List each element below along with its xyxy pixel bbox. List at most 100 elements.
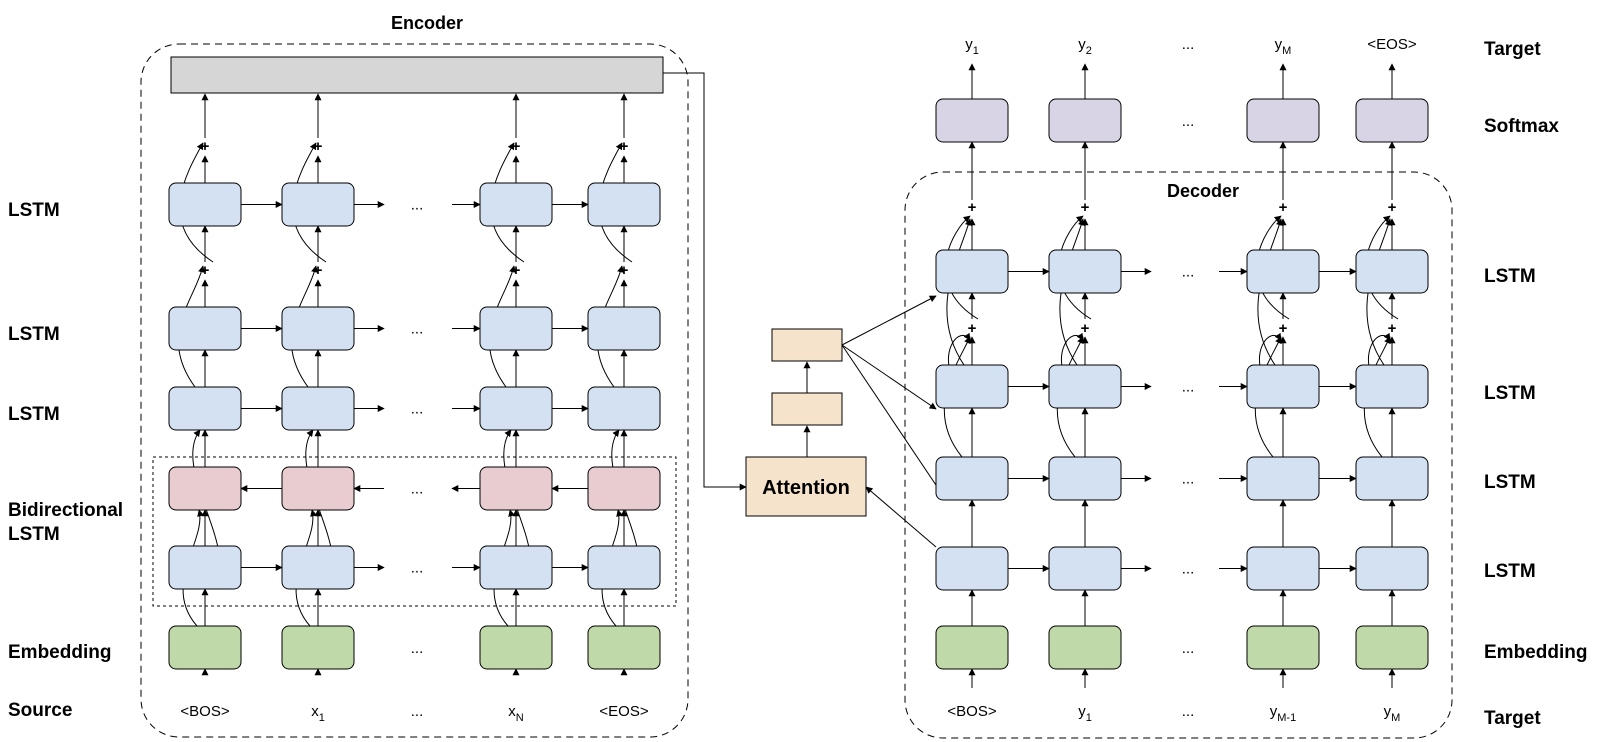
residual-plus: + <box>512 262 521 279</box>
source-token: xN <box>508 703 524 724</box>
encoder-embedding-cell <box>479 625 553 670</box>
ellipsis: ... <box>411 401 424 418</box>
encoder-lstm-cell <box>479 182 553 227</box>
encoder-lstm-cell <box>168 386 242 431</box>
target-token: ... <box>1182 703 1195 720</box>
encoder-to-attention-connector <box>663 72 747 491</box>
source-token: x1 <box>311 703 325 724</box>
softmax-cell <box>1048 98 1122 143</box>
attention-context-arrow <box>841 344 937 410</box>
residual-plus: + <box>968 199 977 216</box>
decoder-lstm-cell <box>1048 456 1122 501</box>
target-token: <BOS> <box>947 703 996 720</box>
target-bottom-label: Target <box>1484 708 1541 729</box>
source-label: Source <box>8 700 72 721</box>
decoder-lstm-cell <box>1355 546 1429 591</box>
encoder-lstm-low-label: LSTM <box>8 404 60 425</box>
attention-layer-box-upper <box>771 328 843 362</box>
decoder-embedding-cell <box>935 625 1009 670</box>
encoder-container <box>140 43 689 738</box>
target-token: yM <box>1384 703 1401 724</box>
ellipsis: ... <box>411 640 424 657</box>
encoder-backward-lstm-cell <box>281 466 355 511</box>
decoder-lstm-cell <box>1355 249 1429 294</box>
residual-plus: + <box>1081 320 1090 337</box>
decoder-lstm-cell <box>935 456 1009 501</box>
attention-label: Attention <box>762 477 850 499</box>
decoder-lstm-cell <box>1048 249 1122 294</box>
decoder-title: Decoder <box>1167 181 1239 201</box>
residual-plus: + <box>1279 199 1288 216</box>
target-top-label: Target <box>1484 39 1541 60</box>
encoder-embedding-label: Embedding <box>8 642 111 663</box>
encoder-backward-lstm-cell <box>168 466 242 511</box>
ellipsis: ... <box>1182 264 1195 281</box>
target-token: y1 <box>1078 703 1092 724</box>
encoder-lstm-cell <box>168 182 242 227</box>
source-token: <EOS> <box>599 703 648 720</box>
decoder-lstm-cell <box>1048 546 1122 591</box>
residual-plus: + <box>314 138 323 155</box>
decoder-lstm-cell <box>1246 249 1320 294</box>
decoder-embedding-label: Embedding <box>1484 642 1587 663</box>
output-token: <EOS> <box>1367 36 1416 53</box>
residual-plus: + <box>512 138 521 155</box>
attention-box <box>745 456 867 517</box>
residual-plus: + <box>968 320 977 337</box>
decoder-lstm-cell <box>1246 546 1320 591</box>
residual-plus: + <box>1388 320 1397 337</box>
residual-plus: + <box>314 262 323 279</box>
residual-plus: + <box>620 138 629 155</box>
encoder-embedding-cell <box>281 625 355 670</box>
ellipsis: ... <box>1182 640 1195 657</box>
residual-plus: + <box>1081 199 1090 216</box>
encoder-forward-lstm-cell <box>281 545 355 590</box>
softmax-cell <box>935 98 1009 143</box>
decoder-lstm-cell <box>1048 364 1122 409</box>
ellipsis: ... <box>1182 379 1195 396</box>
residual-plus: + <box>1388 199 1397 216</box>
encoder-backward-lstm-cell <box>587 466 661 511</box>
bidirectional-lstm-label: LSTM <box>8 524 60 545</box>
encoder-output-bar <box>170 56 664 94</box>
encoder-lstm-cell <box>479 306 553 351</box>
decoder-lstm-cell <box>1246 456 1320 501</box>
attention-context-arrow <box>841 295 937 346</box>
encoder-lstm-cell <box>281 386 355 431</box>
encoder-embedding-cell <box>168 625 242 670</box>
ellipsis: ... <box>411 321 424 338</box>
target-token: yM-1 <box>1270 703 1296 724</box>
bidirectional-label: Bidirectional <box>8 500 123 521</box>
decoder-lstm-cell <box>935 546 1009 591</box>
source-token: ... <box>411 703 424 720</box>
ellipsis: ... <box>1182 113 1195 130</box>
decoder-lstm-cell <box>1355 364 1429 409</box>
encoder-lstm-cell <box>479 386 553 431</box>
decoder-lstm3-label: LSTM <box>1484 472 1536 493</box>
encoder-lstm-cell <box>587 386 661 431</box>
residual-plus: + <box>201 138 210 155</box>
encoder-title: Encoder <box>391 13 463 33</box>
attention-context-arrow <box>841 344 947 501</box>
encoder-lstm-cell <box>281 182 355 227</box>
decoder-embedding-cell <box>1246 625 1320 670</box>
ellipsis: ... <box>1182 561 1195 578</box>
encoder-backward-lstm-cell <box>479 466 553 511</box>
residual-plus: + <box>1279 320 1288 337</box>
softmax-cell <box>1246 98 1320 143</box>
decoder-embedding-cell <box>1355 625 1429 670</box>
decoder-lstm-cell <box>1355 456 1429 501</box>
ellipsis: ... <box>1182 471 1195 488</box>
output-token: yM <box>1275 36 1292 57</box>
output-token: y2 <box>1078 36 1092 57</box>
decoder-lstm-cell <box>935 364 1009 409</box>
residual-plus: + <box>620 262 629 279</box>
output-token: y1 <box>965 36 979 57</box>
decoder-lstm2-label: LSTM <box>1484 383 1536 404</box>
decoder-embedding-cell <box>1048 625 1122 670</box>
residual-plus: + <box>201 262 210 279</box>
encoder-forward-lstm-cell <box>587 545 661 590</box>
decoder-lstm1-label: LSTM <box>1484 266 1536 287</box>
encoder-lstm-cell <box>587 306 661 351</box>
